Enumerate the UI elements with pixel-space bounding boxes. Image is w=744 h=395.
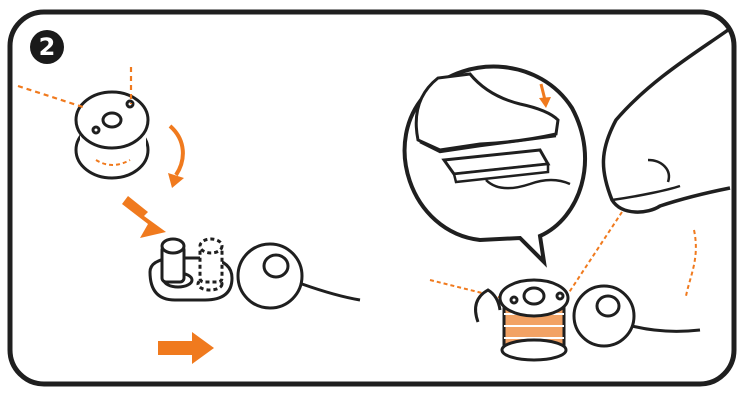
step-number-badge: 2: [30, 30, 64, 64]
